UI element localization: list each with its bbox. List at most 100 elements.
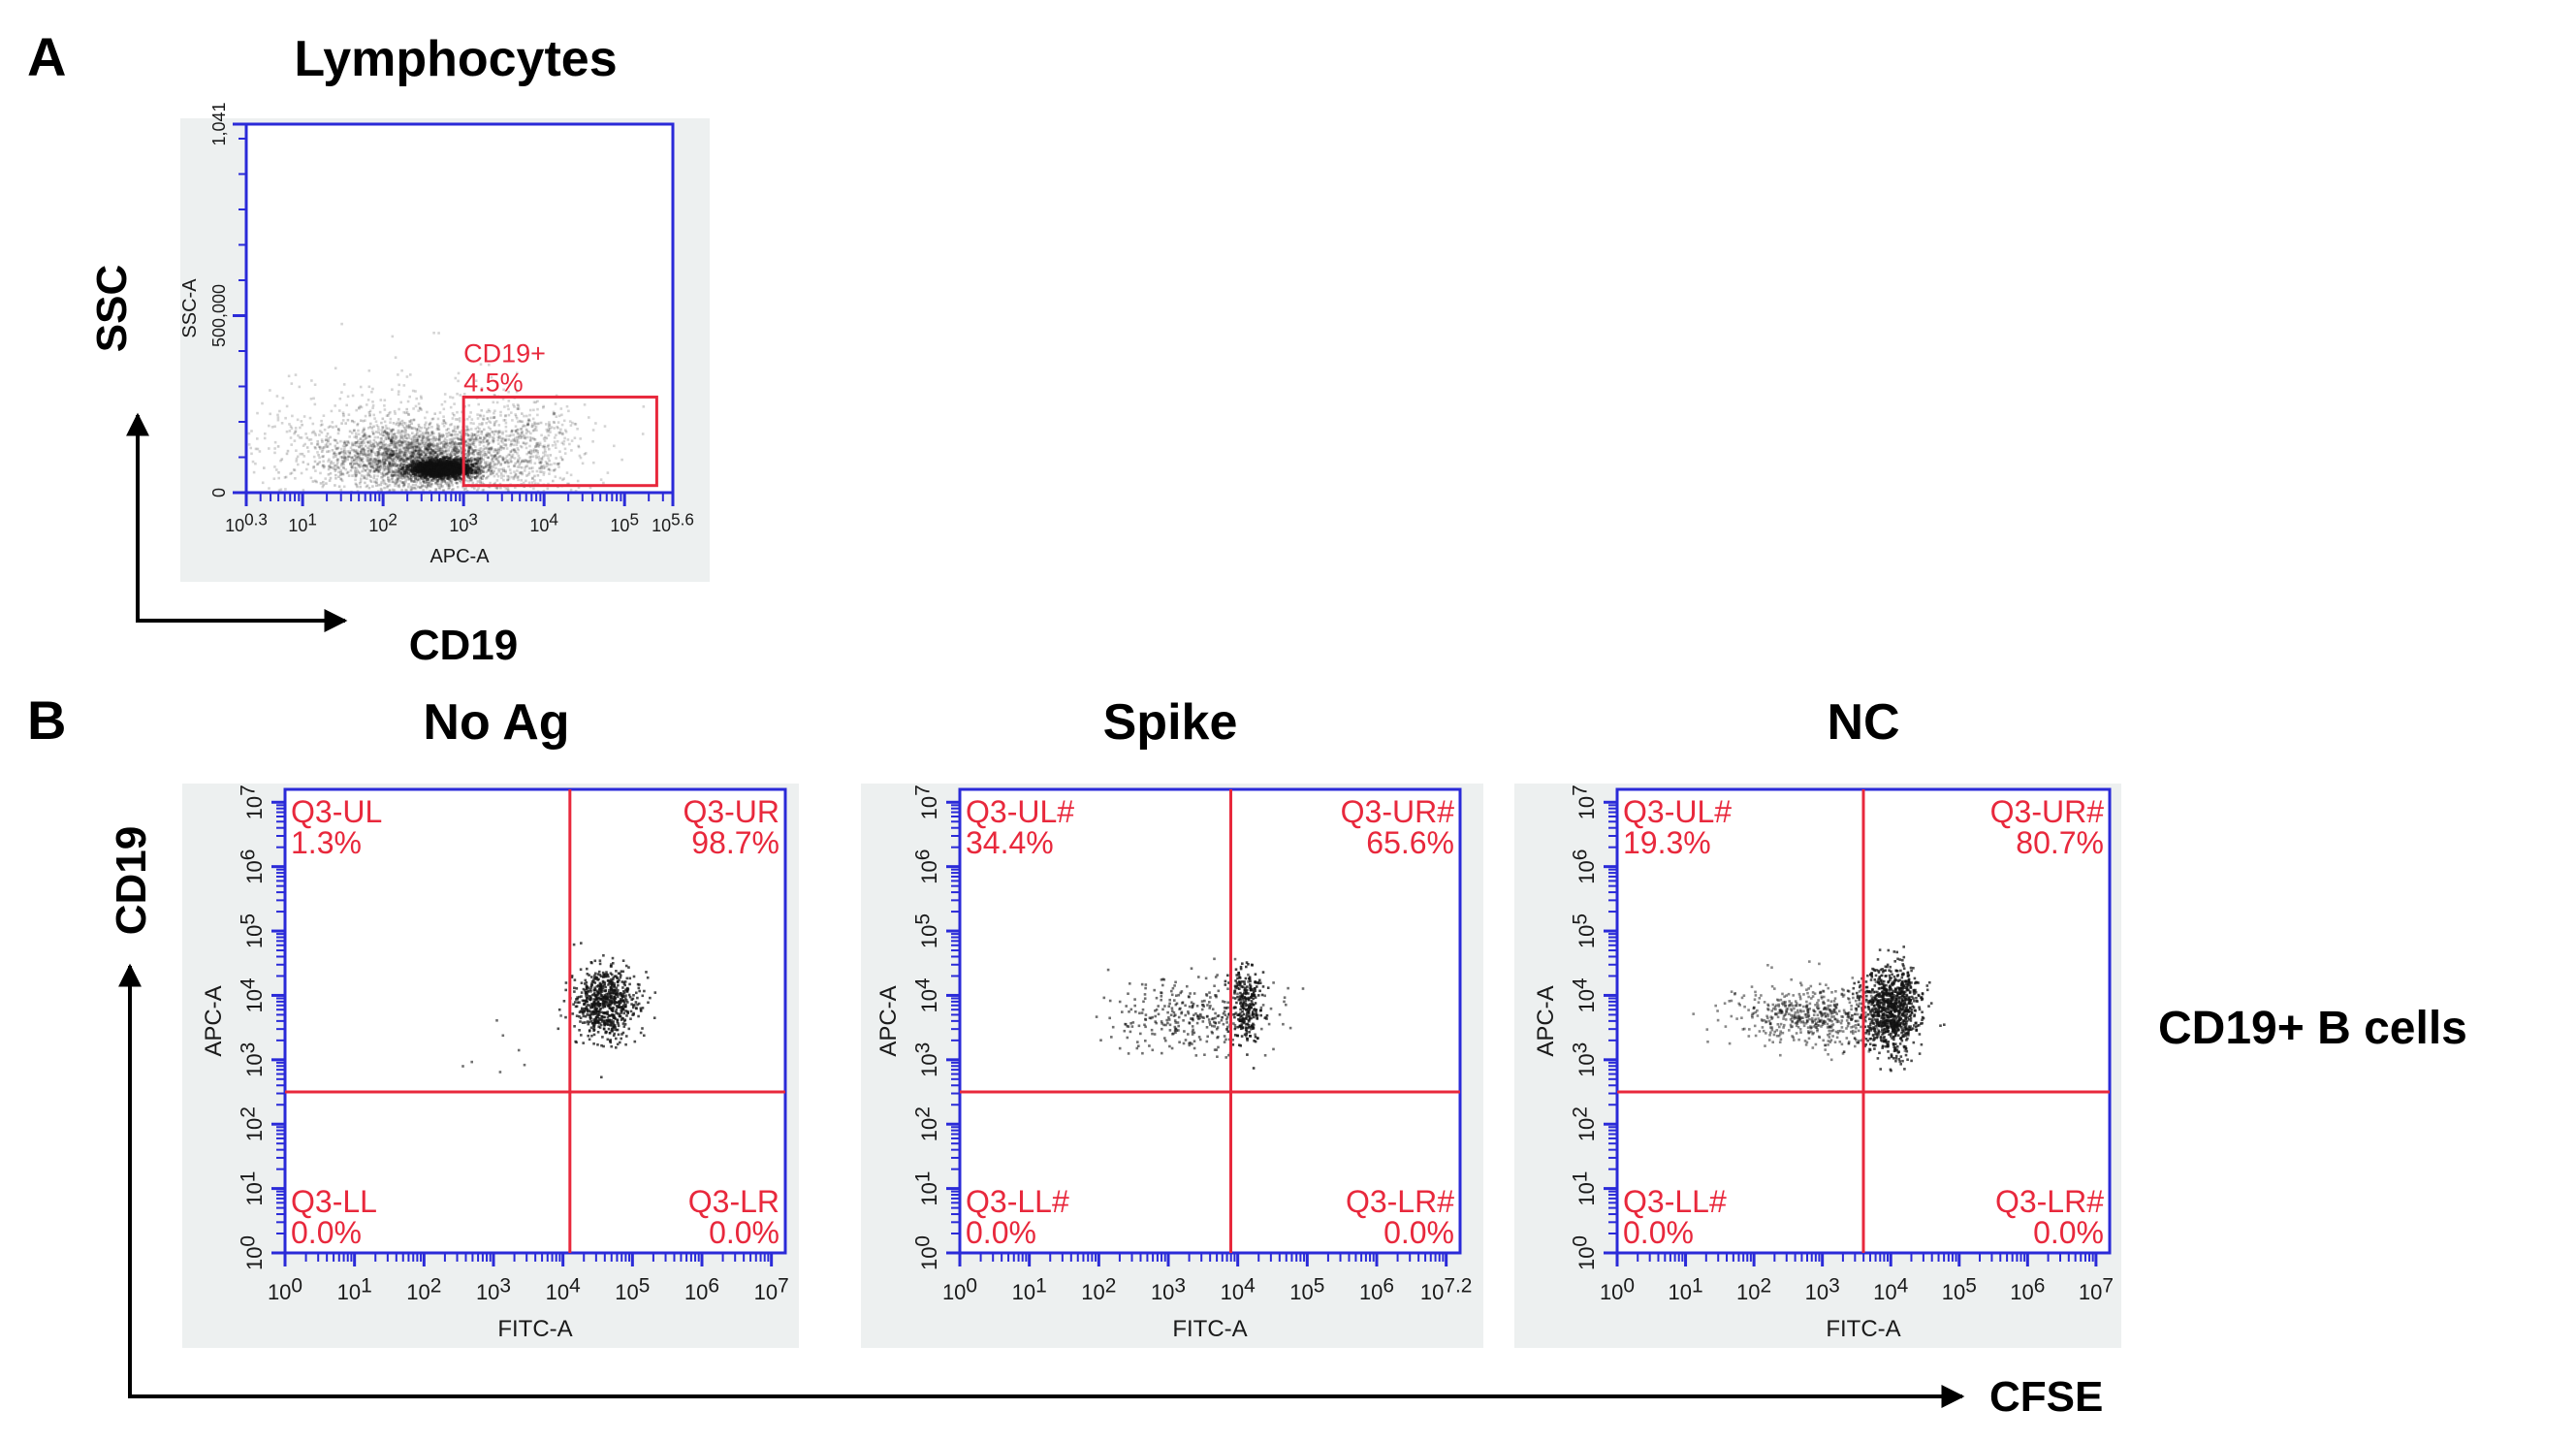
event-dot [437, 465, 440, 468]
event-dot [448, 465, 451, 469]
event-dot [433, 465, 436, 468]
event-dot [430, 473, 433, 477]
event-dot [456, 470, 460, 474]
event-dot [395, 481, 398, 485]
event-dot [386, 472, 390, 475]
event-dot [445, 471, 449, 474]
event-dot [340, 447, 343, 451]
event-dot [294, 477, 297, 480]
event-dot [424, 465, 427, 467]
event-dot [466, 468, 470, 472]
event-dot [449, 466, 453, 470]
event-dot [435, 465, 439, 469]
event-dot [493, 458, 497, 461]
event-dot [430, 460, 434, 463]
event-dot [437, 462, 441, 465]
event-dot [435, 469, 439, 472]
event-dot [439, 468, 443, 471]
event-dot [459, 468, 462, 472]
event-dot [418, 479, 422, 483]
event-dot [434, 465, 438, 468]
event-dot [439, 467, 443, 470]
event-dot [418, 460, 421, 463]
event-dot [398, 465, 402, 467]
event-dot [422, 466, 425, 469]
event-dot [421, 468, 424, 471]
event-dot [353, 466, 357, 469]
event-dot [458, 472, 461, 476]
event-dot [349, 463, 352, 465]
event-dot [441, 469, 445, 472]
event-dot [436, 475, 439, 478]
event-dot [430, 466, 433, 469]
event-dot [366, 449, 369, 453]
event-dot [426, 466, 429, 470]
event-dot [465, 417, 469, 421]
event-dot [285, 404, 289, 408]
event-dot [428, 461, 431, 465]
event-dot [438, 470, 442, 473]
event-dot [430, 466, 434, 469]
event-dot [398, 444, 402, 447]
event-dot [273, 447, 276, 450]
event-dot [427, 469, 429, 472]
event-dot [425, 467, 429, 470]
event-dot [441, 465, 444, 467]
event-dot [440, 470, 443, 474]
event-dot [445, 467, 449, 471]
event-dot [476, 462, 479, 465]
event-dot [403, 434, 407, 437]
event-dot [439, 466, 442, 470]
event-dot [434, 471, 438, 475]
event-dot [366, 427, 370, 430]
event-dot [437, 472, 440, 475]
event-dot [435, 466, 438, 469]
event-dot [427, 471, 430, 474]
event-dot [393, 440, 397, 444]
event-dot [427, 469, 430, 472]
event-dot [433, 468, 437, 472]
event-dot [450, 467, 453, 470]
event-dot [339, 455, 342, 459]
event-dot [360, 419, 363, 422]
event-dot [348, 435, 351, 438]
event-dot [402, 421, 405, 425]
event-dot [454, 465, 458, 468]
event-dot [464, 463, 467, 466]
event-dot [435, 467, 439, 470]
event-dot [444, 470, 448, 473]
event-dot [448, 466, 451, 470]
event-dot [454, 481, 458, 485]
event-dot [350, 459, 354, 463]
event-dot [431, 468, 434, 471]
event-dot [434, 471, 437, 474]
event-dot [431, 462, 435, 465]
event-dot [435, 462, 438, 465]
event-dot [447, 473, 450, 476]
event-dot [316, 442, 320, 446]
event-dot [449, 463, 452, 465]
event-dot [273, 465, 276, 468]
event-dot [328, 464, 332, 467]
event-dot [268, 487, 270, 490]
event-dot [421, 441, 425, 445]
event-dot [388, 461, 391, 464]
event-dot [441, 463, 444, 465]
event-dot [429, 472, 433, 475]
event-dot [294, 430, 298, 433]
event-dot [464, 472, 467, 476]
event-dot [277, 471, 280, 474]
event-dot [372, 476, 375, 480]
event-dot [433, 465, 437, 468]
event-dot [456, 470, 460, 473]
event-dot [264, 433, 267, 435]
event-dot [411, 465, 414, 469]
event-dot [360, 437, 363, 440]
event-dot [443, 467, 447, 470]
event-dot [432, 462, 435, 465]
event-dot [385, 472, 388, 476]
event-dot [437, 466, 440, 469]
event-dot [449, 396, 452, 399]
event-dot [435, 463, 439, 466]
event-dot [429, 457, 433, 461]
